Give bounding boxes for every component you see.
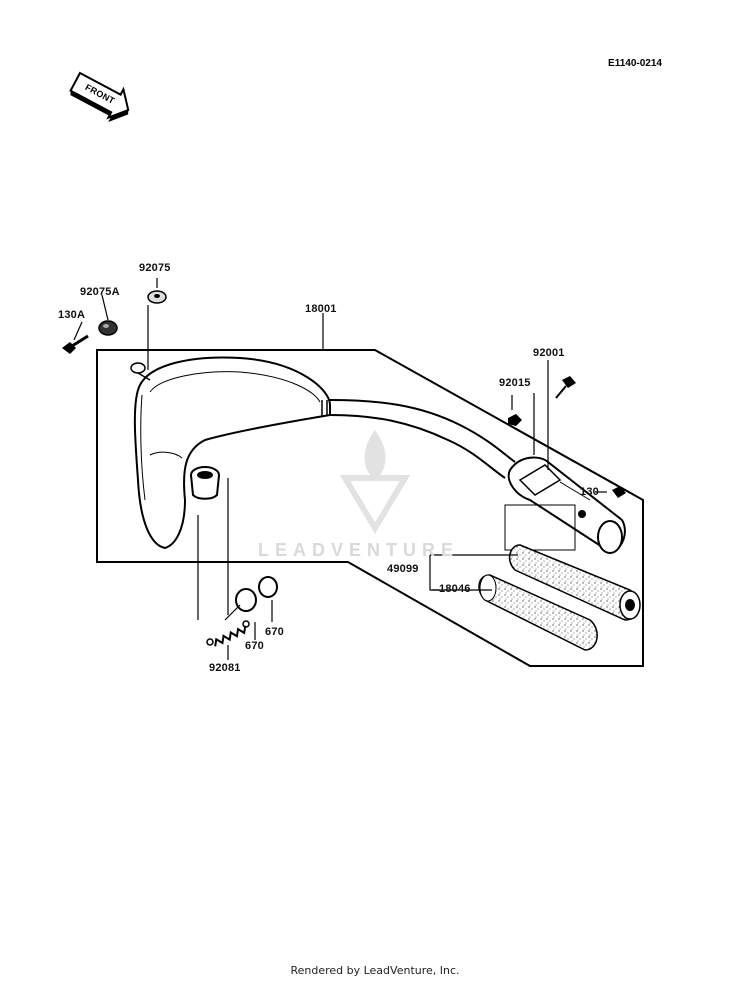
label-18046: 18046 xyxy=(439,583,471,595)
packing-cylinder-18046 xyxy=(478,574,598,651)
footer-credit: Rendered by LeadVenture, Inc. xyxy=(290,964,460,977)
label-49099: 49099 xyxy=(387,563,419,575)
label-92001: 92001 xyxy=(533,347,565,359)
inlet-spigot xyxy=(190,466,220,500)
watermark-text: LEADVENTURE xyxy=(258,540,460,560)
assembly-frame xyxy=(96,349,644,667)
label-92075A: 92075A xyxy=(80,286,120,298)
washer-92075 xyxy=(147,290,167,304)
expansion-chamber xyxy=(130,356,516,550)
bolt-130A xyxy=(62,334,89,354)
o-ring-670-a xyxy=(235,588,257,612)
label-92081: 92081 xyxy=(209,662,241,674)
label-92015: 92015 xyxy=(499,377,531,389)
leader-lines xyxy=(73,278,607,660)
spring-92081 xyxy=(206,620,250,647)
bolt-92001 xyxy=(555,376,576,399)
label-130A: 130A xyxy=(58,309,86,321)
o-ring-670-b xyxy=(258,576,278,598)
front-arrow-icon xyxy=(69,71,130,123)
label-670-a: 670 xyxy=(245,640,264,652)
packing-cylinder-49099 xyxy=(508,544,641,621)
watermark-logo-icon xyxy=(339,430,411,534)
bolt-130 xyxy=(578,486,626,518)
insert-outline xyxy=(504,504,576,551)
label-92075: 92075 xyxy=(139,262,171,274)
nut-92015 xyxy=(508,414,522,426)
grommet-92075A xyxy=(98,320,118,336)
diagram-code: E1140-0214 xyxy=(608,58,662,69)
label-130: 130 xyxy=(580,486,599,498)
label-18001: 18001 xyxy=(305,303,337,315)
label-670-b: 670 xyxy=(265,626,284,638)
